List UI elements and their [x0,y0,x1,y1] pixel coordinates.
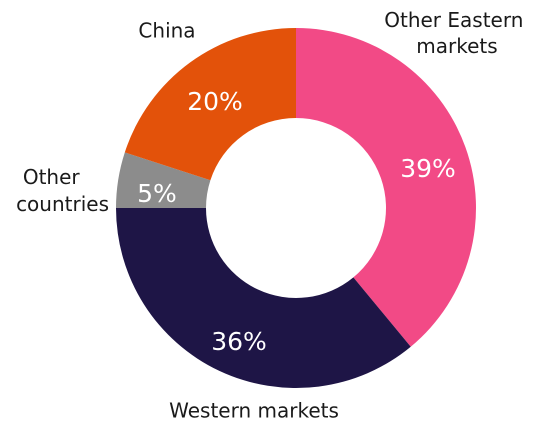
donut-slices [116,28,476,388]
category-label-western-markets: Western markets [169,399,339,423]
donut-slice-other-countries [116,152,211,208]
donut-slice-other-eastern-markets [296,28,476,347]
category-label-other-countries: Other countries [16,165,109,216]
value-label-western-markets: 36% [211,327,267,356]
value-label-china: 20% [187,87,243,116]
value-label-other-countries: 5% [137,179,177,208]
category-label-china: China [138,19,195,43]
donut-slice-western-markets [116,208,411,388]
category-label-other-eastern-markets: Other Eastern markets [384,8,530,58]
donut-slice-china [124,28,296,181]
value-label-other-eastern-markets: 39% [400,154,456,183]
